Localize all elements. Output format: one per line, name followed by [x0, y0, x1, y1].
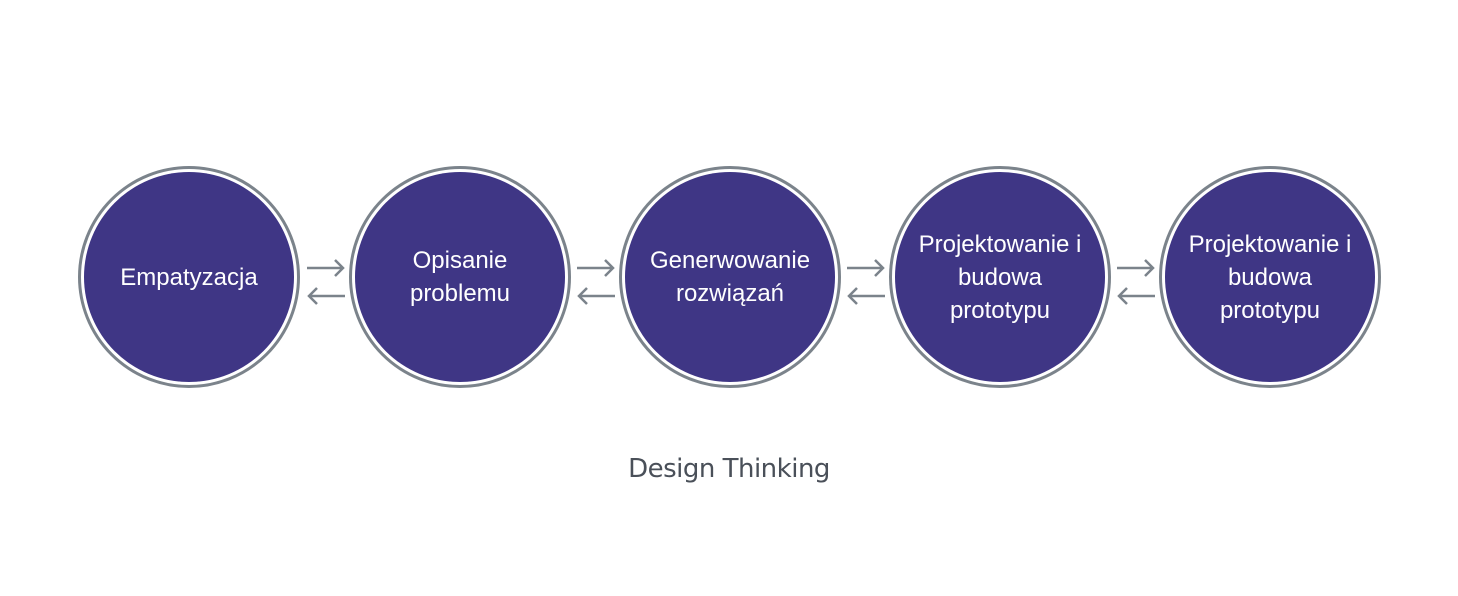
bidirectional-arrow-icon: [307, 259, 345, 305]
step-prototype-2: Projektowanie i budowa prototypu: [1159, 166, 1381, 388]
bidirectional-arrow-icon: [847, 259, 885, 305]
step-prototype: Projektowanie i budowa prototypu: [889, 166, 1111, 388]
step-empathize: Empatyzacja: [78, 166, 300, 388]
diagram-title: Design Thinking: [628, 454, 830, 484]
step-circle: Projektowanie i budowa prototypu: [895, 172, 1105, 382]
step-label: Empatyzacja: [120, 263, 258, 291]
step-circle: Projektowanie i budowa prototypu: [1165, 172, 1375, 382]
bidirectional-arrow-icon: [1117, 259, 1155, 305]
step-label: Opisanie problemu: [409, 247, 511, 307]
step-ideate: Generwowanie rozwiązań: [619, 166, 841, 388]
step-circle: Opisanie problemu: [355, 172, 565, 382]
step-label: Generwowanie rozwiązań: [649, 247, 811, 307]
bidirectional-arrow-icon: [577, 259, 615, 305]
step-circle: Empatyzacja: [84, 172, 294, 382]
step-label: Projektowanie i budowa prototypu: [918, 230, 1082, 324]
step-circle: Generwowanie rozwiązań: [625, 172, 835, 382]
step-label: Projektowanie i budowa prototypu: [1188, 230, 1352, 324]
step-define: Opisanie problemu: [349, 166, 571, 388]
